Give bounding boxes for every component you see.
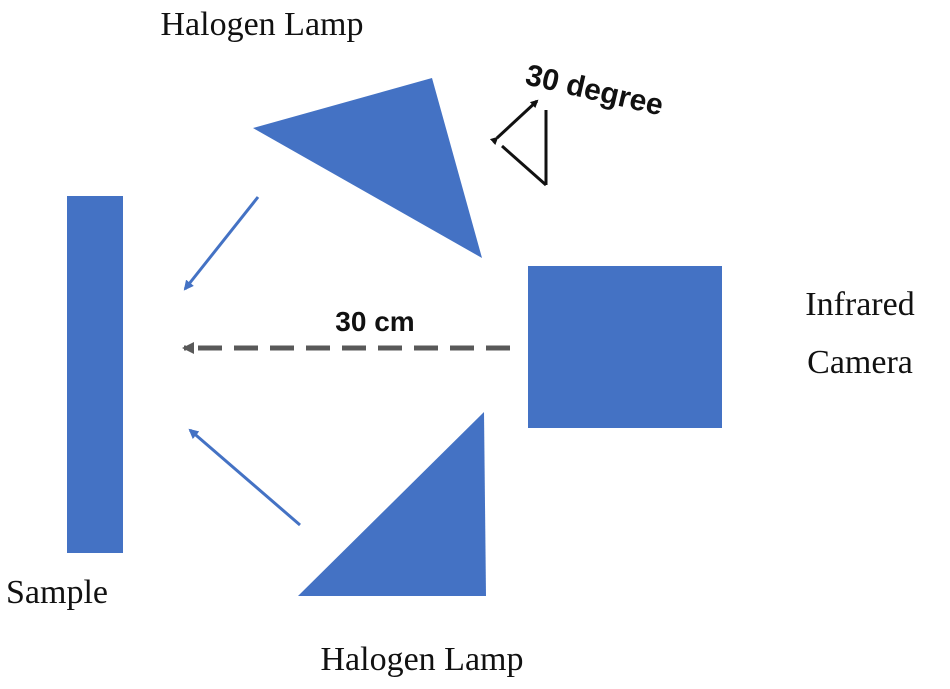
angle-double-arrow: [489, 99, 539, 146]
sample-plate: [67, 196, 123, 553]
bottom-lamp-label: Halogen Lamp: [321, 641, 524, 678]
bottom-halogen-lamp: [298, 412, 486, 596]
camera-label-line1: Infrared: [805, 286, 914, 323]
angle-slanted-line: [501, 144, 547, 187]
camera-label-line2: Camera: [807, 344, 913, 381]
bottom-light-ray-arrow: [188, 428, 301, 527]
infrared-camera: [528, 266, 722, 428]
angle-indicator: [489, 99, 548, 187]
sample-label: Sample: [6, 574, 108, 611]
top-light-ray-arrow: [183, 196, 260, 291]
top-halogen-lamp: [253, 78, 482, 258]
top-lamp-label: Halogen Lamp: [161, 6, 364, 43]
angle-label: 30 degree: [522, 59, 666, 123]
distance-label: 30 cm: [335, 306, 414, 337]
